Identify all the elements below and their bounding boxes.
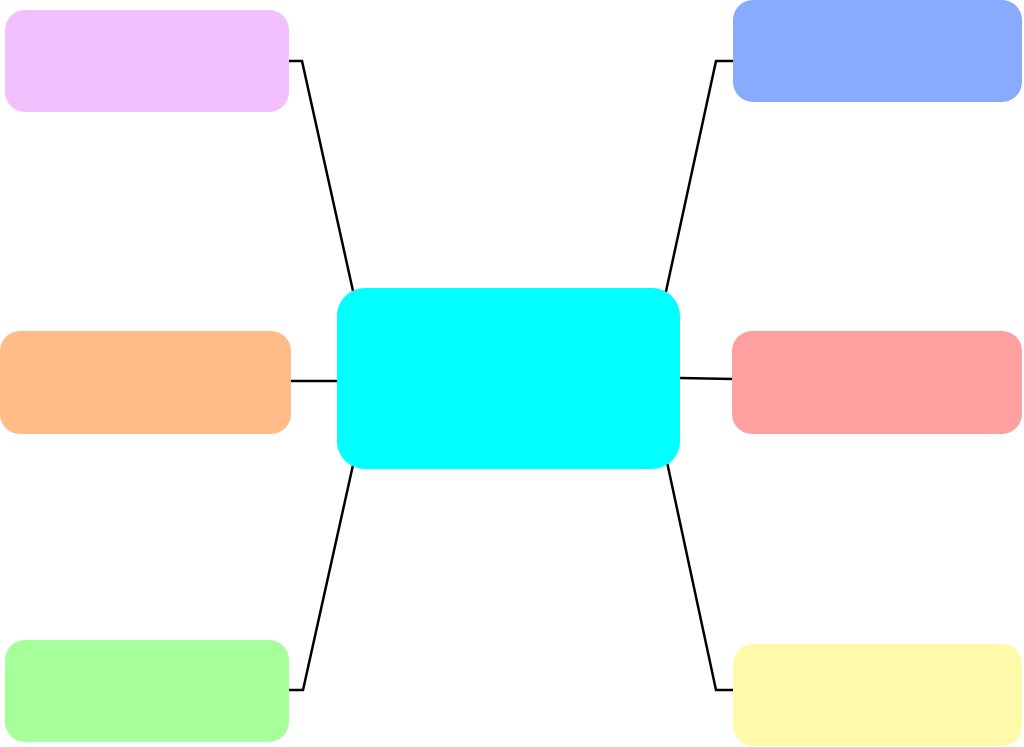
branch-node-bottom-left[interactable]	[5, 640, 289, 742]
branch-node-middle-left[interactable]	[0, 331, 291, 434]
branch-node-top-right[interactable]	[733, 0, 1022, 102]
branch-node-middle-right[interactable]	[732, 331, 1022, 434]
connector-middle-right	[679, 376, 734, 381]
center-node[interactable]	[337, 288, 680, 469]
connectors	[289, 59, 734, 692]
connector-bottom-right	[665, 461, 733, 692]
connector-bottom-left	[289, 464, 355, 692]
connector-top-left	[289, 59, 355, 292]
connector-top-right	[663, 59, 733, 297]
branch-node-top-left[interactable]	[5, 10, 289, 112]
branch-node-bottom-right[interactable]	[733, 644, 1022, 746]
